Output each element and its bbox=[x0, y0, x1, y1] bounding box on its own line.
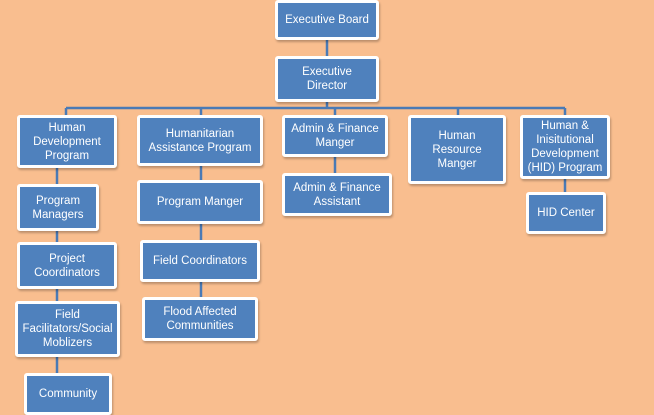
node-field-coordinators: Field Coordinators bbox=[140, 240, 260, 282]
node-flood-affected-communities-label: Flood Affected Communities bbox=[163, 306, 237, 332]
node-field-facilitators-label: Field Facilitators/Social Moblizers bbox=[22, 309, 113, 349]
node-admin-finance-manger: Admin & Finance Manger bbox=[282, 115, 388, 157]
node-executive-board: Executive Board bbox=[275, 0, 379, 40]
node-human-resource-manger: Human Resource Manger bbox=[408, 115, 506, 184]
node-field-facilitators: Field Facilitators/Social Moblizers bbox=[15, 301, 120, 357]
node-hid-program: Human & Inisitutional Development (HID) … bbox=[520, 115, 610, 179]
node-humanitarian-assistance-program: Humanitarian Assistance Program bbox=[137, 115, 263, 166]
node-program-managers-label: Program Managers bbox=[32, 194, 84, 221]
node-program-managers: Program Managers bbox=[17, 184, 99, 231]
node-project-coordinators-label: Project Coordinators bbox=[34, 252, 100, 279]
node-field-coordinators-label: Field Coordinators bbox=[153, 255, 247, 267]
node-human-resource-manger-label: Human Resource Manger bbox=[432, 129, 482, 170]
node-community: Community bbox=[24, 373, 112, 415]
node-executive-director: Executive Director bbox=[275, 56, 379, 102]
node-human-development-program-label: Human Development Program bbox=[33, 121, 101, 162]
node-hid-center-label: HID Center bbox=[537, 207, 595, 219]
node-hid-program-label: Human & Inisitutional Development (HID) … bbox=[527, 120, 603, 174]
node-program-manger-label: Program Manger bbox=[156, 196, 244, 208]
node-human-development-program: Human Development Program bbox=[17, 115, 117, 168]
node-executive-board-label: Executive Board bbox=[285, 14, 369, 26]
node-humanitarian-assistance-program-label: Humanitarian Assistance Program bbox=[148, 127, 252, 154]
node-flood-affected-communities: Flood Affected Communities bbox=[142, 297, 258, 341]
node-program-manger: Program Manger bbox=[137, 180, 263, 224]
node-admin-finance-manger-label: Admin & Finance Manger bbox=[291, 123, 379, 149]
node-hid-center: HID Center bbox=[526, 192, 606, 234]
node-admin-finance-assistant: Admin & Finance Assistant bbox=[282, 173, 392, 216]
node-community-label: Community bbox=[38, 388, 98, 400]
node-project-coordinators: Project Coordinators bbox=[17, 242, 117, 289]
node-executive-director-label: Executive Director bbox=[302, 66, 352, 92]
node-admin-finance-assistant-label: Admin & Finance Assistant bbox=[293, 181, 381, 208]
